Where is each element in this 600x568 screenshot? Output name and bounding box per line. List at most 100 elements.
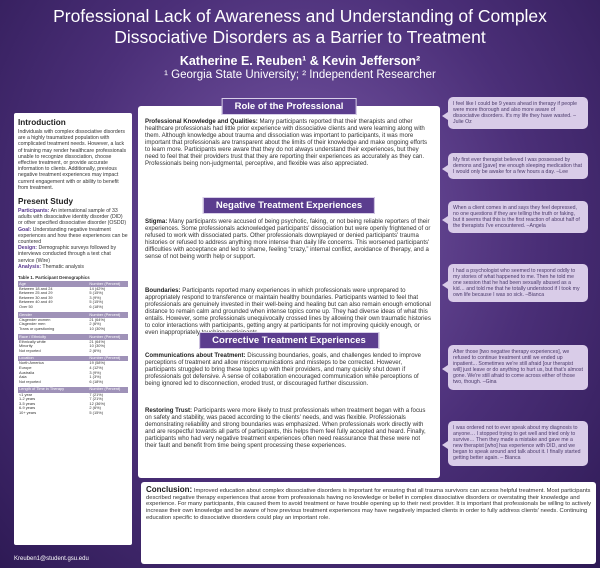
table-cell: 10 (30%) [89, 325, 106, 331]
boundaries-text: Participants reported many experiences i… [145, 287, 431, 337]
table-row: 6-9 years 2 (6%) [18, 406, 128, 411]
table-cell: 2 (6%) [89, 347, 101, 353]
table-row: Europe 4 (12%) [18, 365, 128, 371]
present-study-heading: Present Study [18, 197, 74, 207]
quote-bubble: After those [two negative therapy experi… [442, 345, 588, 390]
table-cell: Trans or questioning [19, 325, 55, 331]
table-cell: Over 50 [19, 304, 33, 310]
conclusion-label: Conclusion: [146, 485, 193, 494]
goal-text: Understanding negative treatment experie… [18, 226, 128, 246]
table-cell: 6 (18%) [89, 378, 104, 384]
table-row: Between 30 and 39 3 (9%) [18, 294, 128, 301]
restoring-trust-label: Restoring Trust: [145, 407, 193, 414]
quote-bubble: My first ever therapist believed I was p… [442, 153, 588, 180]
role-paragraph: Professional Knowledge and Qualities: Ma… [145, 118, 433, 167]
table-cell: 3-5 years [19, 400, 36, 406]
table-header-cell: Number (Percent) [88, 312, 128, 318]
poster-title: Professional Lack of Awareness and Under… [53, 6, 547, 47]
corrective-panel: Corrective Treatment Experiences Communi… [138, 332, 440, 478]
boundaries-label: Boundaries: [145, 287, 181, 294]
table-cell: 14 (42%) [89, 285, 106, 291]
stigma-paragraph: Stigma: Many participants were accused o… [145, 218, 433, 260]
table-cell: 6-9 years [19, 405, 36, 411]
negative-heading: Negative Treatment Experiences [202, 197, 376, 214]
quote-bubble: I was ordered not to ever speak about my… [442, 421, 588, 466]
table-cell: 5 (15%) [89, 299, 104, 305]
communications-text: Discussing boundaries, goals, and challe… [145, 352, 422, 388]
table-row: Between 25 and 29 5 (15%) [18, 291, 128, 296]
contact-email[interactable]: Kreuben1@student.gsu.edu [14, 556, 89, 562]
design-text: Demographic surveys followed by intervie… [18, 245, 117, 264]
table-cell: 6 (18%) [89, 304, 104, 310]
corrective-heading: Corrective Treatment Experiences [199, 332, 379, 349]
table-cell: Cisgender women [19, 316, 51, 322]
restoring-trust-text: Participants were more likely to trust p… [145, 407, 426, 450]
table-row: Between 40 and 49 5 (15%) [18, 300, 128, 305]
conclusion-text: Improved education about complex dissoci… [146, 488, 591, 521]
table-cell: 4 (12%) [89, 365, 104, 371]
table-cell: 7 (21%) [89, 391, 104, 397]
table-cell: 1-2 years [19, 396, 36, 402]
role-heading: Role of the Professional [221, 98, 357, 115]
table-row: Over 50 6 (18%) [18, 304, 128, 310]
quote-bubble: I had a psychologist who seemed to respo… [442, 264, 588, 303]
table-header-cell: Gender [18, 312, 89, 318]
table-header-cell: Number (Percent) [88, 387, 128, 393]
role-text: Many participants reported that their th… [145, 118, 428, 168]
table-row: Asia 1 (3%) [18, 375, 128, 380]
table-cell: Asia [19, 374, 27, 380]
table-header-cell: Number (Percent) [88, 281, 128, 287]
table-cell: Minority [19, 343, 33, 349]
table-cell: Between 30 and 39 [19, 294, 53, 300]
stigma-label: Stigma: [145, 218, 168, 225]
analysis-label: Analysis: [18, 263, 42, 270]
table-cell: North America [19, 360, 44, 366]
table-cell: Not reported [19, 347, 41, 353]
table-cell: Between 18 and 24 [19, 285, 53, 291]
table-header-cell: Location [18, 356, 89, 362]
table-cell: 1 (3%) [89, 374, 101, 380]
design-paragraph: Design: Demographic surveys followed by … [18, 245, 128, 264]
table-cell: 5 (15%) [89, 409, 104, 415]
table-cell: 21 (64%) [89, 338, 106, 344]
table-cell: 2 (6%) [89, 405, 101, 411]
participants-label: Participants: [18, 208, 50, 215]
introduction-heading: Introduction [18, 118, 66, 127]
table-cell: Between 40 and 49 [19, 299, 53, 305]
conclusion-panel: Conclusion: Improved education about com… [141, 482, 596, 564]
table-cell: 3 (9%) [89, 294, 101, 300]
table-caption: Table 1. Participant Demographics [18, 275, 90, 281]
table-cell: Between 25 and 29 [19, 290, 53, 296]
communications-paragraph: Communications about Treatment: Discussi… [145, 352, 433, 387]
poster-authors: Katherine E. Reuben¹ & Kevin Jefferson² [179, 54, 421, 68]
table-cell: Europe [19, 365, 32, 371]
table-row: Not reported 2 (6%) [18, 347, 128, 354]
table-cell: 10+ years [19, 409, 37, 415]
table-header-cell: Number (Percent) [88, 356, 128, 362]
poster-affiliations: ¹ Georgia State University; ² Independen… [164, 69, 436, 81]
participants-text: An international sample of 33 adults wit… [18, 208, 127, 227]
poster-header: Professional Lack of Awareness and Under… [0, 6, 600, 81]
table-cell: 5 (15%) [89, 290, 104, 296]
participants-paragraph: Participants: An international sample of… [18, 208, 128, 227]
table-row: North America 19 (58%) [18, 361, 128, 366]
design-label: Design: [18, 245, 38, 252]
table-cell: 19 (58%) [89, 360, 106, 366]
table-header-cell: Race / Ethnicity [18, 334, 89, 340]
quote-bubble: I feel like I could be 9 years ahead in … [442, 97, 588, 130]
table-row: Between 18 and 24 14 (42%) [18, 285, 128, 292]
table-cell: 2 (6%) [89, 321, 101, 327]
table-cell: Cisgender men [19, 321, 46, 327]
restoring-trust-paragraph: Restoring Trust: Participants were more … [145, 407, 433, 449]
table-cell: 7 (21%) [89, 396, 104, 402]
